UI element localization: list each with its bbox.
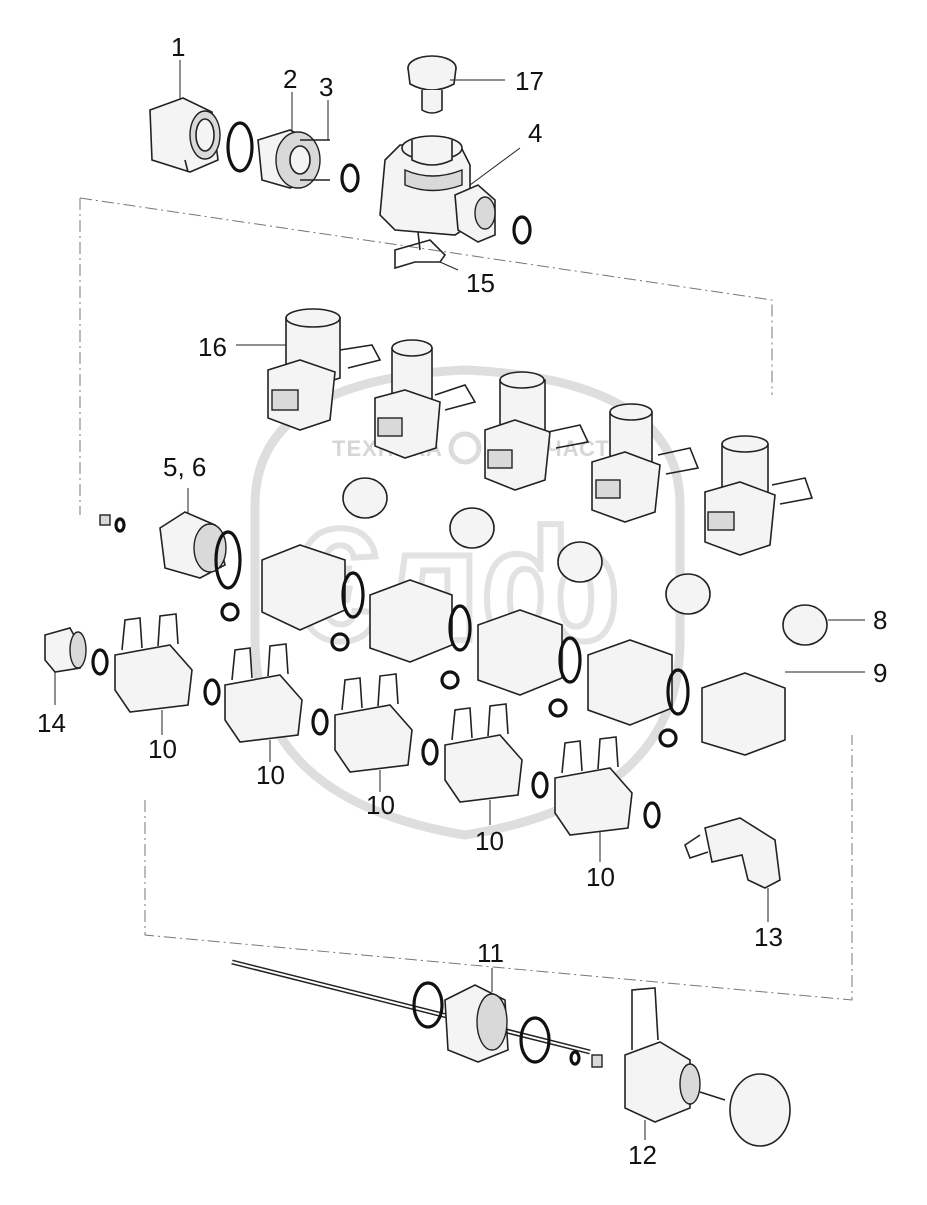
o-rings-row bbox=[220, 571, 690, 748]
callout-4: 4 bbox=[528, 118, 542, 148]
part-1-cap-fitting bbox=[149, 97, 221, 173]
callout-2: 2 bbox=[283, 64, 297, 94]
callout-13: 13 bbox=[754, 922, 783, 952]
part-12-end-cap bbox=[624, 987, 791, 1147]
callout-10-e: 10 bbox=[586, 862, 615, 892]
manifold-blocks bbox=[261, 544, 786, 756]
callout-1: 1 bbox=[171, 32, 185, 62]
assembly-frames bbox=[79, 197, 853, 1001]
part-15-bracket bbox=[394, 231, 447, 270]
callout-14: 14 bbox=[37, 708, 66, 738]
callout-11: 11 bbox=[477, 938, 504, 968]
o-rings-tees bbox=[203, 678, 661, 829]
valve-module-row bbox=[267, 308, 814, 556]
callout-15: 15 bbox=[466, 268, 495, 298]
part-13-elbow bbox=[684, 817, 781, 889]
valve-module-a bbox=[267, 308, 382, 431]
valve-module-c bbox=[484, 371, 590, 491]
callout-8: 8 bbox=[873, 605, 887, 635]
callout-3: 3 bbox=[319, 72, 333, 102]
o-ring bbox=[340, 163, 360, 193]
valve-module-d bbox=[591, 403, 700, 523]
callout-9: 9 bbox=[873, 658, 887, 688]
valve-module-b bbox=[374, 339, 477, 459]
o-ring bbox=[226, 121, 254, 173]
valve-module-e bbox=[704, 435, 814, 556]
part-14-end-sleeve bbox=[44, 627, 87, 673]
leader-lines bbox=[54, 60, 865, 1140]
tee-connectors bbox=[114, 613, 633, 836]
part-5-6-end-flange bbox=[99, 511, 227, 579]
o-ring bbox=[214, 530, 242, 590]
part-11-shaft-assembly bbox=[231, 959, 603, 1068]
strainer-caps bbox=[342, 477, 828, 646]
part-17-knob bbox=[407, 55, 457, 114]
callout-10-d: 10 bbox=[475, 826, 504, 856]
callout-10-c: 10 bbox=[366, 790, 395, 820]
callout-17: 17 bbox=[515, 66, 544, 96]
part-4-valve-body bbox=[379, 135, 496, 243]
callout-10-b: 10 bbox=[256, 760, 285, 790]
part-2-flange-adapter bbox=[257, 129, 330, 189]
callout-5-6: 5, 6 bbox=[163, 452, 206, 482]
callout-16: 16 bbox=[198, 332, 227, 362]
o-ring bbox=[91, 648, 109, 676]
callout-labels: 1 2 3 4 5, 6 8 9 10 10 10 10 10 11 12 13… bbox=[37, 32, 887, 1170]
o-ring bbox=[512, 215, 532, 245]
callout-10-a: 10 bbox=[148, 734, 177, 764]
callout-12: 12 bbox=[628, 1140, 657, 1170]
